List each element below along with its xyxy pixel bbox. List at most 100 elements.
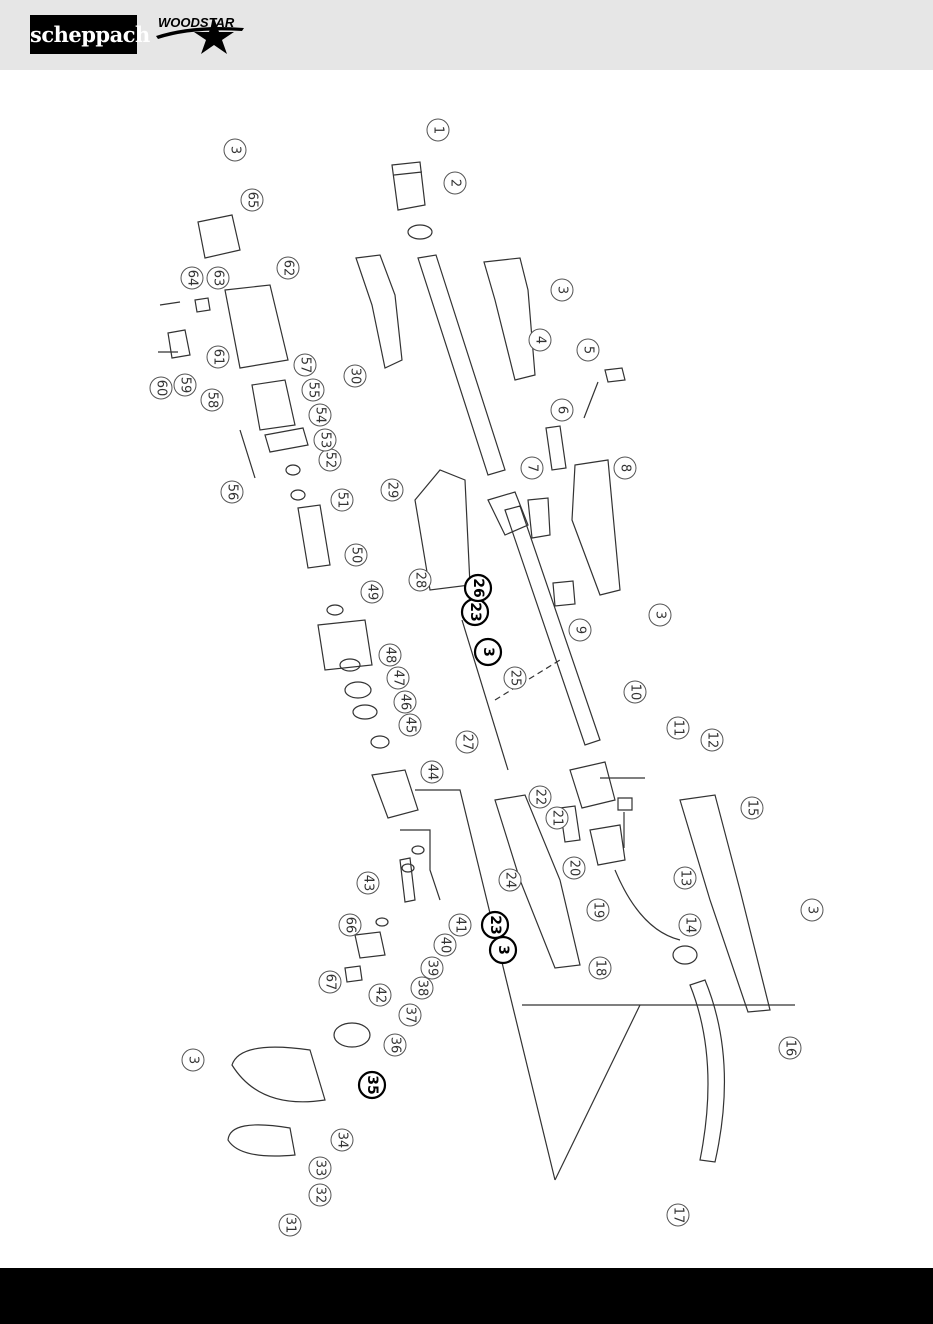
callout-11: 11 [667, 717, 689, 739]
callout-number: 58 [205, 392, 220, 409]
part-7-shape [528, 498, 550, 538]
part-5-shape [584, 368, 625, 418]
callout-35: 35 [359, 1072, 385, 1098]
callout-43: 43 [357, 872, 379, 894]
callout-number: 48 [383, 647, 398, 664]
callout-number: 67 [323, 974, 338, 991]
part-44-shape [372, 770, 418, 818]
callout-48: 48 [379, 644, 401, 666]
callout-10: 10 [624, 681, 646, 703]
callout-56: 56 [221, 481, 243, 503]
callout-number: 3 [555, 286, 570, 294]
part-outlines [158, 162, 795, 1180]
callout-number: 31 [283, 1217, 298, 1234]
callout-number: 34 [335, 1132, 350, 1149]
part-35-shape [334, 1023, 370, 1047]
callout-number: 41 [453, 917, 468, 934]
callout-12: 12 [701, 729, 723, 751]
part-6-shape [546, 426, 566, 470]
callout-52: 52 [319, 449, 341, 471]
callout-41: 41 [449, 914, 471, 936]
callout-3-4: 3 [475, 639, 501, 665]
part-32-shape [228, 1125, 295, 1156]
callout-number: 56 [225, 484, 240, 501]
callout-8: 8 [614, 457, 636, 479]
callout-37: 37 [399, 1004, 421, 1026]
callout-number: 55 [306, 382, 321, 399]
callout-number: 25 [508, 670, 523, 687]
callout-63: 63 [207, 267, 229, 289]
callout-number: 27 [460, 734, 475, 751]
callout-number: 51 [335, 492, 350, 509]
callout-26: 26 [465, 575, 491, 601]
callout-6: 6 [551, 399, 573, 421]
callout-17: 17 [667, 1204, 689, 1226]
callout-number: 16 [783, 1040, 798, 1057]
part-40-shape [402, 864, 414, 872]
callout-3-3: 3 [182, 1049, 204, 1071]
callout-number: 3 [228, 146, 243, 154]
callout-number: 36 [388, 1037, 403, 1054]
callout-40: 40 [434, 934, 456, 956]
part-66-shape [376, 918, 388, 926]
callout-36: 36 [384, 1034, 406, 1056]
callout-number: 47 [391, 670, 406, 687]
callout-27: 27 [456, 731, 478, 753]
callout-34: 34 [331, 1129, 353, 1151]
callout-20: 20 [563, 857, 585, 879]
callout-18: 18 [589, 957, 611, 979]
callout-number: 17 [671, 1207, 686, 1224]
part-12-shape [618, 798, 632, 810]
callout-9: 9 [569, 619, 591, 641]
callout-3: 3 [224, 139, 246, 161]
callout-number: 30 [348, 368, 363, 385]
callout-number: 50 [349, 547, 364, 564]
callout-number: 7 [525, 464, 540, 472]
callout-39: 39 [421, 957, 443, 979]
assembly-line-44 [415, 790, 555, 1180]
part-49-shape [318, 620, 372, 670]
callout-number: 8 [618, 464, 633, 472]
callout-23-0: 23 [482, 912, 508, 938]
callout-number: 19 [591, 902, 606, 919]
part-41-shape [412, 846, 424, 854]
part-54-shape [265, 428, 308, 452]
callout-number: 3 [495, 945, 511, 955]
part-48-shape [345, 682, 371, 698]
callout-3-0: 3 [551, 279, 573, 301]
part-14-shape [673, 946, 697, 964]
part-17-shape [690, 980, 724, 1162]
callout-number: 57 [298, 357, 313, 374]
callout-4: 4 [529, 329, 551, 351]
callout-66: 66 [339, 914, 361, 936]
callout-21: 21 [546, 807, 568, 829]
callout-number: 23 [487, 915, 503, 934]
callout-number: 44 [425, 764, 440, 781]
callout-number: 6 [555, 406, 570, 414]
part-20-shape [590, 825, 625, 865]
callout-number: 43 [361, 875, 376, 892]
callout-number: 2 [448, 179, 463, 187]
assembly-line-41 [400, 830, 440, 900]
callout-25: 25 [504, 667, 526, 689]
part-53-shape [286, 465, 300, 475]
callout-42: 42 [369, 984, 391, 1006]
callout-53: 53 [314, 429, 336, 451]
callout-number: 3 [653, 611, 668, 619]
callout-49: 49 [361, 581, 383, 603]
callout-3-1: 3 [649, 604, 671, 626]
callout-number: 37 [403, 1007, 418, 1024]
callout-28: 28 [409, 569, 431, 591]
woodstar-star-icon: WOODSTAR [152, 12, 252, 56]
callout-38: 38 [411, 977, 433, 999]
callout-number: 63 [211, 270, 226, 287]
callout-number: 61 [211, 349, 226, 366]
callout-24: 24 [499, 869, 521, 891]
callout-number: 65 [245, 192, 260, 209]
scheppach-logo: scheppach [30, 15, 137, 54]
part-65-shape [198, 215, 240, 258]
callout-29: 29 [381, 479, 403, 501]
part-52-shape [291, 490, 305, 500]
callout-number: 21 [550, 810, 565, 827]
callout-47: 47 [387, 667, 409, 689]
